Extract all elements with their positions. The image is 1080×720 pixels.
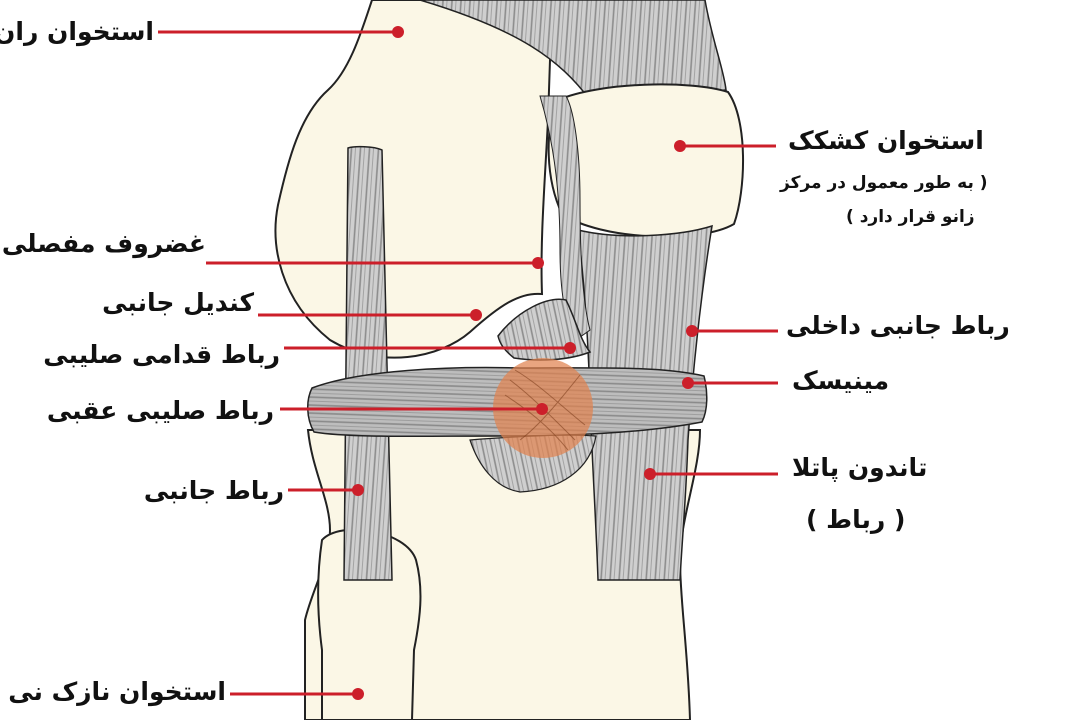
label-pcl: رباط صلیبی عقبی xyxy=(46,396,274,425)
label-acl: رباط قدامی صلیبی xyxy=(43,340,280,369)
label-articular-cartilage: غضروف مفصلی xyxy=(1,229,206,258)
label-patellar-tendon: تاندون پاتلا xyxy=(792,453,928,482)
label-condyle: کندیل جانبی xyxy=(102,288,254,317)
dot-patellar-tendon xyxy=(644,468,656,480)
medial-side-band xyxy=(539,95,591,341)
label-patella-note-2: زانو قرار دارد ) xyxy=(846,207,975,227)
label-femur: استخوان ران xyxy=(0,17,154,46)
dot-acl xyxy=(564,342,576,354)
dot-meniscus xyxy=(682,377,694,389)
patella-bone xyxy=(547,83,744,238)
dot-medial-ligament xyxy=(686,325,698,337)
dot-cartilage xyxy=(532,257,544,269)
dot-femur xyxy=(392,26,404,38)
dot-patella xyxy=(674,140,686,152)
label-medial-ligament: رباط جانبی داخلی xyxy=(786,311,1010,340)
label-fibula: استخوان نازک نی xyxy=(8,677,226,706)
label-patella: استخوان کشکک xyxy=(788,126,984,155)
dot-condyle xyxy=(470,309,482,321)
lateral-collateral-ligament xyxy=(343,145,393,581)
femur-bone xyxy=(274,0,554,359)
dot-pcl xyxy=(536,403,548,415)
leader-lines xyxy=(158,26,778,700)
label-meniscus: مینیسک xyxy=(792,366,890,395)
dot-lateral-ligament xyxy=(352,484,364,496)
label-patella-note-1: ( به طور معمول در مرکز xyxy=(780,173,988,193)
label-lateral-ligament: رباط جانبی xyxy=(143,476,284,505)
dot-fibula xyxy=(352,688,364,700)
label-patellar-tendon-note: ( رباط ) xyxy=(806,505,906,534)
